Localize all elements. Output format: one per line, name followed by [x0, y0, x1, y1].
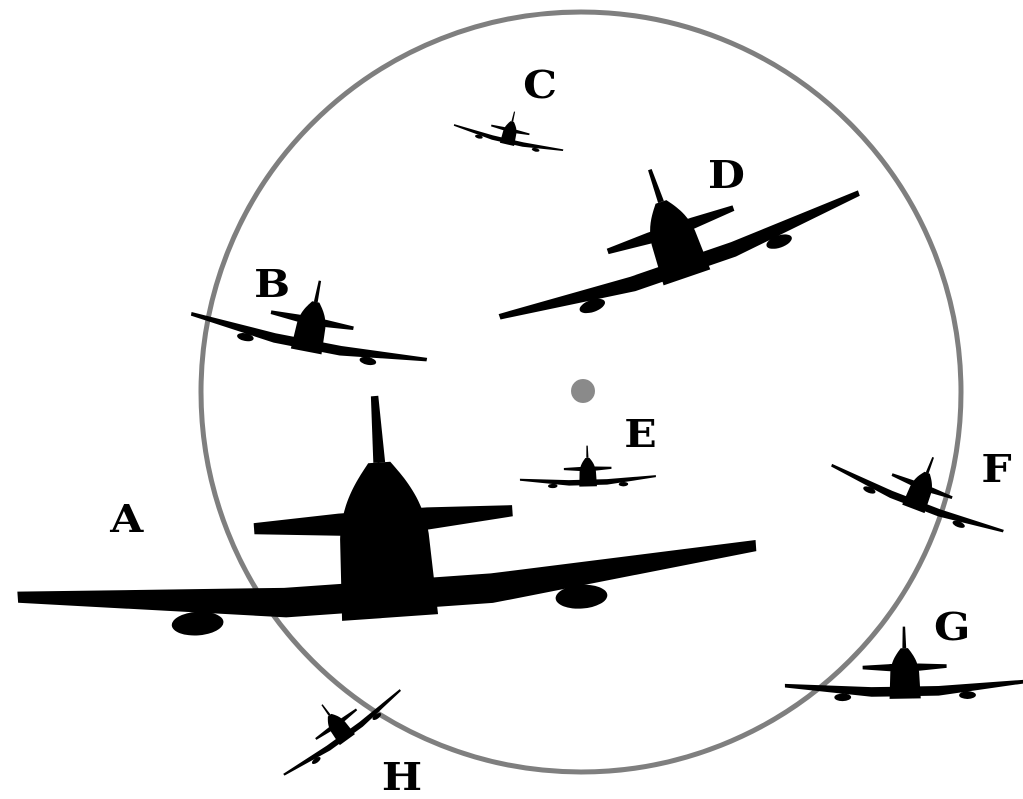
plane-label-f: F: [981, 450, 1011, 488]
plane-label-h: H: [382, 758, 422, 796]
plane-label-d: D: [708, 156, 745, 194]
plane-c-icon: [452, 99, 569, 158]
plane-label-c: C: [523, 66, 557, 104]
plane-label-b: B: [254, 265, 290, 303]
center-point: [571, 379, 595, 403]
plane-g-icon: [784, 625, 1023, 703]
plane-b-icon: [188, 258, 438, 376]
plane-label-e: E: [624, 415, 656, 453]
plane-label-a: A: [110, 500, 143, 538]
plane-d-icon: [470, 108, 867, 342]
plane-label-g: G: [934, 608, 970, 646]
